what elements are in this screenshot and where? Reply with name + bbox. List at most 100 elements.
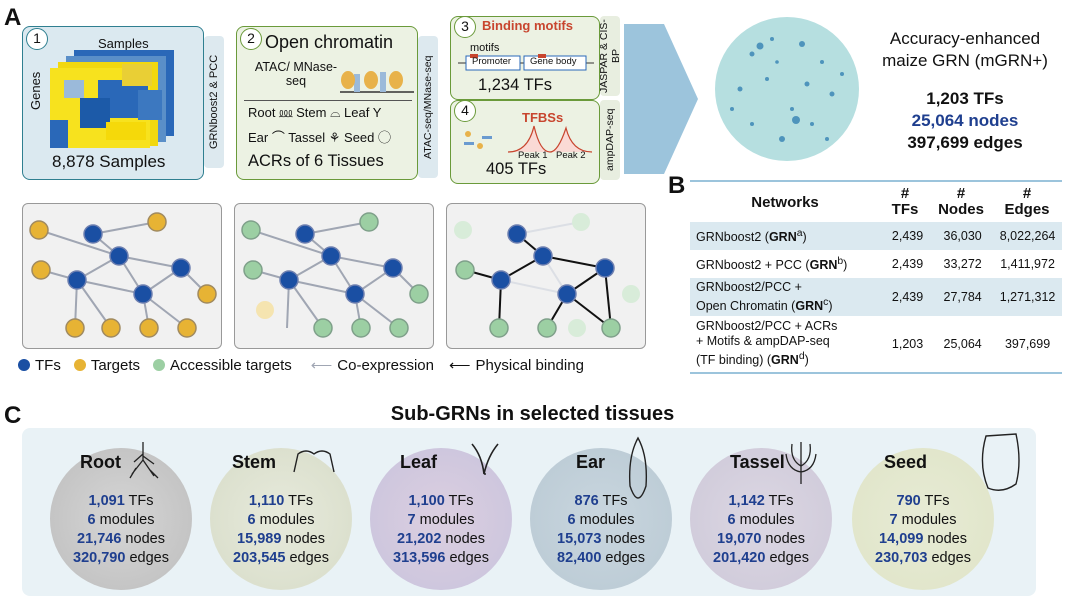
seed-icon xyxy=(981,433,1020,491)
tissue-name: Stem xyxy=(232,452,277,472)
physical-arrow-icon: ⟵ xyxy=(449,357,471,374)
peak2-label: Peak 2 xyxy=(556,150,586,161)
tissue-name: Seed xyxy=(884,452,928,472)
tissue-name: Leaf xyxy=(400,452,438,472)
tfbss-tf-count: 405 TFs xyxy=(486,160,547,178)
tissue-stem: Stem xyxy=(296,105,327,120)
tissue-root: Root xyxy=(248,105,276,120)
panel-label-c: C xyxy=(4,402,22,429)
coexpression-network xyxy=(29,212,217,338)
ear-network-circle xyxy=(530,448,672,590)
root-network-circle xyxy=(50,448,192,590)
acrs-caption: ACRs of 6 Tissues xyxy=(248,152,384,170)
networks-table: Networks #TFs #Nodes #Edges GRNboost2 (G… xyxy=(690,182,1062,374)
root-stats: 1,091 TFs 6 modules 21,746 nodes 320,790… xyxy=(73,493,169,566)
tissue-leaf: Leaf xyxy=(344,105,370,120)
legend: TFs Targets Accessible targets ⟵ Co-expr… xyxy=(18,356,584,374)
legend-accessible: Accessible targets xyxy=(170,356,292,374)
tissue-tassel: Tassel xyxy=(288,130,326,145)
sub-grn-title: Sub-GRNs in selected tissues xyxy=(390,403,675,425)
mgrn-title-line1: Accuracy-enhanced xyxy=(889,29,1041,48)
root-icon xyxy=(129,442,159,479)
stem-icon xyxy=(293,450,335,473)
tassel-stats: 1,142 TFs 6 modules 19,070 nodes 201,420… xyxy=(713,493,809,566)
ear-icon: ⌒ xyxy=(271,130,285,145)
coexpression-arrow-icon: ⟵ xyxy=(310,357,333,374)
binding-network xyxy=(454,213,640,338)
peak1-label: Peak 1 xyxy=(518,150,548,161)
ear-icon xyxy=(628,436,648,499)
tab-grnboost2-pcc: GRNboost2 & PCC xyxy=(204,36,224,168)
table-row: GRNboost2/PCC + ACRs+ Motifs & ampDAP-se… xyxy=(696,319,1051,368)
step-number-4: 4 xyxy=(454,100,476,122)
mgrn-title: Accuracy-enhanced maize GRN (mGRN+) xyxy=(870,28,1060,72)
funnel-arrow xyxy=(624,24,698,174)
table-row: GRNboost2 + PCC (GRNb) 2,439 33,272 1,41… xyxy=(696,255,1055,273)
accessible-network xyxy=(241,212,429,338)
panel-label-b: B xyxy=(668,172,686,199)
tab-atac-mnase: ATAC-seq/MNase-seq xyxy=(418,36,438,178)
legend-tfs: TFs xyxy=(35,356,61,374)
tissue-name: Root xyxy=(80,452,121,472)
mgrn-tfs: 1,203 TFs xyxy=(926,89,1004,108)
seed-stats: 790 TFs 7 modules 14,099 nodes 230,703 e… xyxy=(875,493,971,566)
table-header: Networks #TFs #Nodes #Edges xyxy=(690,182,1062,222)
network-panel-coexpression xyxy=(22,203,222,349)
tassel-icon xyxy=(785,442,817,484)
tab-ampdap: ampDAP-seq xyxy=(600,100,620,180)
tissue-name: Tassel xyxy=(730,452,785,472)
col-edges: #Edges xyxy=(1004,185,1050,218)
tissue-ear: Ear xyxy=(248,130,269,145)
open-chromatin-title: Open chromatin xyxy=(265,32,394,52)
leaf-network-circle xyxy=(370,448,512,590)
heatmap-cells xyxy=(50,50,174,148)
tissue-seed: Seed xyxy=(344,130,375,145)
tab-jaspar-cisbp: JASPAR & CIS-BP xyxy=(598,16,622,96)
panel-label-a: A xyxy=(4,4,22,31)
col-nodes: #Nodes xyxy=(938,185,984,218)
expression-heatmap xyxy=(50,50,174,148)
leaf-icon: Y xyxy=(372,105,382,120)
legend-targets: Targets xyxy=(90,356,141,374)
tissue-name: Ear xyxy=(576,452,606,472)
stem-network-circle xyxy=(210,448,352,590)
mgrn-network-circle xyxy=(715,17,859,161)
root-icon: ⅏ xyxy=(279,105,293,120)
genes-label: Genes xyxy=(28,71,43,110)
faded-target-node xyxy=(256,301,274,319)
gene-structure-icon xyxy=(458,54,594,71)
assay-label: ATAC/ MNase-seq xyxy=(254,60,338,88)
step-number-1: 1 xyxy=(26,28,48,50)
step-number-3: 3 xyxy=(454,16,476,38)
step-number-2: 2 xyxy=(240,28,262,50)
seed-icon: ◯ xyxy=(378,130,392,145)
legend-physical: Physical binding xyxy=(475,356,584,374)
gene-body-label: Gene body xyxy=(530,56,577,67)
binding-motifs-title: Binding motifs xyxy=(482,18,573,33)
legend-coexpression: Co-expression xyxy=(337,356,434,374)
table-row: GRNboost2 (GRNa) 2,439 36,030 8,022,264 xyxy=(690,222,1062,250)
mgrn-nodes: 25,064 nodes xyxy=(911,111,1019,130)
ear-stats: 876 TFs 6 modules 15,073 nodes 82,400 ed… xyxy=(557,493,645,566)
mgrn-edges: 397,699 edges xyxy=(907,133,1023,152)
mgrn-title-line2: maize GRN (mGRN+) xyxy=(882,51,1048,70)
tassel-network-circle xyxy=(690,448,832,590)
tissue-row-1: Root ⅏ Stem ⌓ Leaf Y xyxy=(248,103,381,121)
legend-tf-swatch xyxy=(18,359,30,371)
network-panel-accessible xyxy=(234,203,434,349)
network-panel-binding xyxy=(446,203,646,349)
tissue-row-2: Ear ⌒ Tassel ⚘ Seed ◯ xyxy=(248,127,391,146)
col-tfs: #TFs xyxy=(891,185,919,218)
motifs-label: motifs xyxy=(470,42,500,54)
leaf-icon xyxy=(471,443,499,475)
leaf-stats: 1,100 TFs 7 modules 21,202 nodes 313,596… xyxy=(393,493,489,566)
legend-accessible-swatch xyxy=(153,359,166,371)
promoter-label: Promoter xyxy=(472,56,512,67)
legend-target-swatch xyxy=(73,359,86,371)
samples-count: 8,878 Samples xyxy=(52,152,166,171)
nucleosome-icon xyxy=(340,71,414,93)
tassel-icon: ⚘ xyxy=(328,130,341,145)
tfbss-title: TFBSs xyxy=(522,110,564,125)
table-row: GRNboost2/PCC +Open Chromatin (GRNc) 2,4… xyxy=(690,278,1062,316)
motifs-tf-count: 1,234 TFs xyxy=(478,76,552,94)
